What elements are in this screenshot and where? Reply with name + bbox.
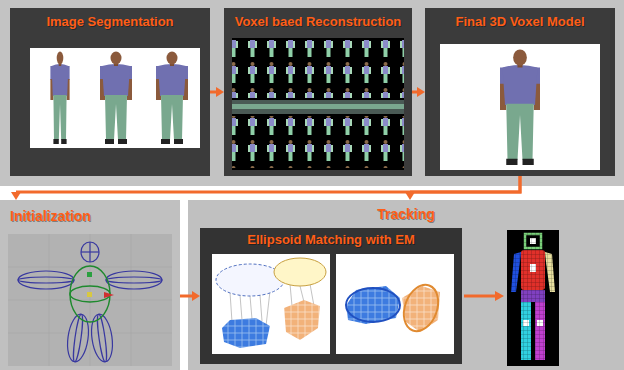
title-row: Voxel baed Reconstruction [224,8,412,30]
box-title: Tracking [377,206,435,223]
process-box: Image Segmentation [10,8,210,176]
viewport [8,234,172,366]
box-title: Initialization [10,208,91,225]
fitted-ellipse [346,288,400,322]
model-ellipse [274,258,326,286]
process-box: Final 3D Voxel Model [425,8,615,176]
human-figure [156,52,188,145]
fitted-ellipse [398,280,444,336]
arrow-head [11,192,21,200]
title-row: Image Segmentation [10,8,210,30]
arrow-connector [11,176,520,200]
image-frame [336,254,454,354]
joint-marker [87,292,92,297]
voxel-blob [284,300,320,340]
title-row: Tracking [188,200,624,223]
box-title: Image Segmentation [46,14,173,30]
arrow-head [216,87,224,97]
arrow-head [495,291,504,301]
connector-line [16,176,520,192]
connector-line [180,295,192,298]
stage-panel: Tracking Ellipsoid Matching with EM [188,200,624,370]
image-frame [440,44,600,170]
ellipsoid-matching-images [200,228,462,364]
ellipsoid-body-model [0,200,180,370]
human-figure [100,52,132,145]
view-figures [232,40,404,98]
image-frame [212,254,330,354]
voxel-blob [346,286,400,324]
arrow-head [405,192,415,200]
arrow-connector [180,291,200,301]
title-row: Initialization [0,200,180,225]
voxel-blob [222,318,270,348]
box-title: Ellipsoid Matching with EM [247,232,415,248]
connector-line [410,176,520,192]
title-row: Ellipsoid Matching with EM [200,228,462,248]
arrow-connector [412,87,425,97]
title-row: Final 3D Voxel Model [425,8,615,30]
voxel-strip [232,100,404,114]
joint-marker [87,272,92,277]
process-box: Voxel baed Reconstruction [224,8,412,176]
view-figures [232,116,404,168]
voxel-view-grid [224,8,412,176]
model-ellipse [216,264,284,296]
ellipsoids [18,242,162,363]
voxel-model-image [425,8,615,176]
arrow-connector [210,87,224,97]
human-figure [50,52,69,145]
voxel-blob [402,286,440,332]
box-title: Final 3D Voxel Model [455,14,584,30]
axis-marker [104,292,114,298]
image-frame [30,48,200,148]
segmentation-images [10,8,210,176]
arrow-head [417,87,425,97]
box-title: Voxel baed Reconstruction [235,14,402,30]
arrow-head [192,291,200,301]
process-box: Ellipsoid Matching with EM [200,228,462,364]
connector-line [210,91,216,94]
flow-arrow [464,295,496,298]
tracked-voxel-figure [507,230,559,366]
connector-line [412,91,417,94]
viewport-grid [8,234,172,366]
image-frame [232,38,404,170]
human-figure [500,49,540,165]
arrow-connector [405,176,520,200]
voxel-strip [232,104,404,109]
stage-panel: Initialization [0,200,180,370]
